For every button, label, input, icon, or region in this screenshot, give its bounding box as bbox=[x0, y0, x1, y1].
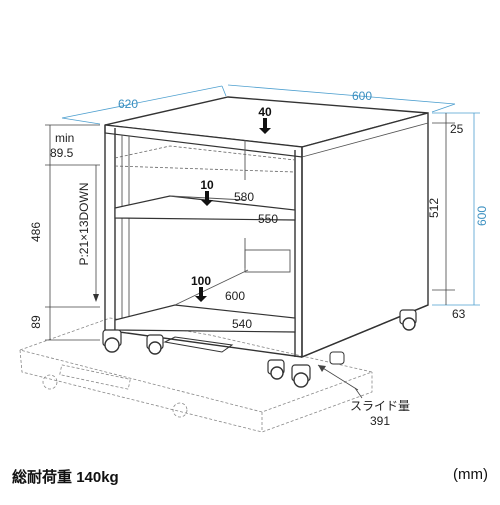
inner-height-label: 512 bbox=[427, 198, 441, 218]
min-label: min bbox=[55, 131, 74, 145]
shelf-depth-label: 580 bbox=[234, 190, 254, 204]
width-label: 600 bbox=[352, 89, 372, 103]
min-value-label: 89.5 bbox=[50, 146, 74, 160]
depth-label: 620 bbox=[118, 97, 138, 111]
shelf-width-label: 550 bbox=[258, 212, 278, 226]
unit-label: (mm) bbox=[453, 466, 488, 483]
top-dimension-lines bbox=[61, 84, 480, 306]
caster-height-label: 63 bbox=[452, 307, 466, 321]
shelf-range-label: 486 bbox=[29, 222, 43, 242]
top-thickness-label: 25 bbox=[450, 122, 464, 136]
bottom-width-label: 540 bbox=[232, 317, 252, 331]
top-load-label: 40 bbox=[258, 105, 272, 119]
casters bbox=[102, 309, 417, 388]
bottom-depth-label: 600 bbox=[225, 289, 245, 303]
load-arrows bbox=[195, 118, 271, 302]
slide-value-label: 391 bbox=[370, 414, 390, 428]
total-load-value: 140kg bbox=[76, 469, 119, 486]
slide-label: スライド量 bbox=[350, 399, 410, 413]
total-load-text: 総耐荷重 140kg bbox=[12, 466, 119, 487]
bottom-load-label: 100 bbox=[191, 274, 211, 288]
total-load-label: 総耐荷重 bbox=[12, 469, 73, 486]
pitch-label: P:21×13DOWN bbox=[77, 182, 91, 265]
total-height-label: 600 bbox=[475, 206, 489, 226]
height-dimension-lines bbox=[45, 113, 455, 341]
cabinet-body bbox=[104, 96, 429, 359]
slide-tray-ghost bbox=[19, 317, 374, 433]
bottom-clearance-label: 89 bbox=[29, 315, 43, 329]
slide-arrow bbox=[317, 364, 363, 399]
shelf-load-label: 10 bbox=[200, 178, 214, 192]
